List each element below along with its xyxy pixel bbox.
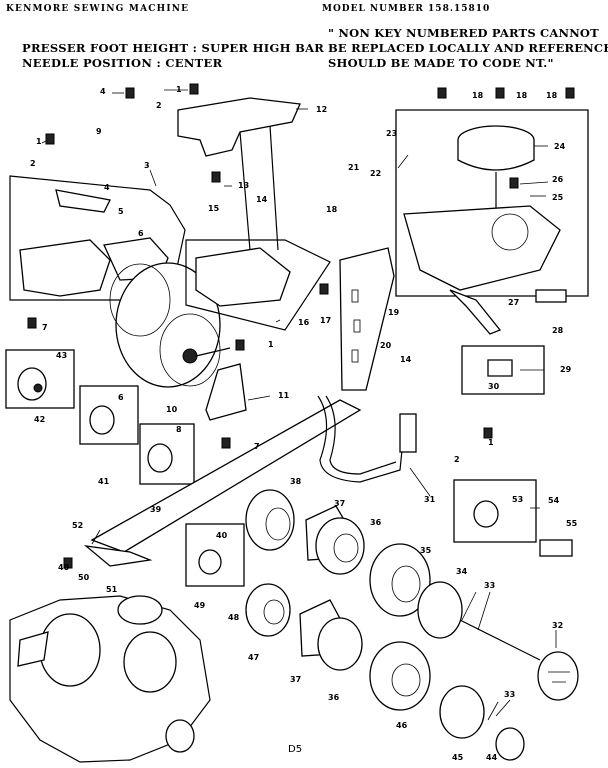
callout-label: 45 [452,753,464,762]
callout-label: 3 [144,161,150,170]
callout-label: 20 [380,341,392,350]
callout-label: 49 [194,601,206,610]
callout-label: 52 [72,521,83,530]
callout-label: 8 [176,425,182,434]
note-line-2: BE REPLACED LOCALLY AND REFERENCE [328,41,608,55]
screws [27,83,575,569]
callout-label: 1 [176,85,182,94]
callout-label: 2 [156,101,162,110]
callout-label: 51 [106,585,118,594]
callout-label: 46 [396,721,408,730]
callout-label: 30 [488,382,500,391]
callout-label: 6 [118,393,124,402]
callout-label: 31 [424,495,436,504]
spec-needle-position: NEEDLE POSITION : CENTER [22,56,223,70]
callout-label: 55 [566,519,578,528]
box-42 [5,349,75,409]
cam-stack-upper [245,489,579,701]
callout-label: 47 [248,653,259,662]
callout-label: 18 [516,91,528,100]
box-54 [453,479,537,543]
callout-label: 25 [552,193,564,202]
box-41 [79,385,139,445]
callout-label: 54 [548,496,560,505]
callout-label: 34 [456,567,468,576]
callout-label: 48 [228,613,240,622]
callout-label: 35 [420,546,432,555]
callout-label: 4 [100,87,106,96]
callout-label: 15 [208,204,220,213]
callout-label: 29 [560,365,572,374]
callout-label: 32 [552,621,563,630]
callout-label: 1 [36,137,42,146]
callout-label: 53 [512,495,523,504]
callout-label: 42 [34,415,45,424]
callout-label: 50 [78,573,90,582]
callout-label: 12 [316,105,327,114]
callout-label: 23 [386,129,397,138]
callout-label: 11 [278,391,290,400]
callout-label: 6 [138,229,144,238]
callout-label: 28 [552,326,564,335]
callout-label: 38 [290,477,302,486]
cam-stack-lower [245,583,525,761]
header-model-number: MODEL NUMBER 158.15810 [322,4,491,14]
bracket-part [177,97,301,157]
callout-label: 40 [58,563,70,572]
callout-label: 5 [118,207,124,216]
callout-label: 2 [454,455,460,464]
callout-label: 14 [400,355,412,364]
callout-label: 7 [42,323,48,332]
callout-label: 4 [104,183,110,192]
callout-label: 18 [546,91,558,100]
plate-part [339,247,395,391]
callout-label: 43 [56,351,67,360]
callout-label: 10 [166,405,178,414]
header-title: KENMORE SEWING MACHINE [6,4,190,14]
page-number: D5 [288,744,303,755]
callout-label: 36 [370,518,382,527]
callout-label: 37 [290,675,301,684]
callout-label: 33 [504,690,515,699]
callout-label: 19 [388,308,400,317]
long-arm-part [90,399,362,553]
leader-lines [41,89,557,721]
callout-label: 7 [254,442,260,451]
callout-label: 18 [326,205,338,214]
callout-label: 26 [552,175,564,184]
callout-label: 44 [486,753,498,762]
box-49 [185,523,245,587]
callout-label: 40 [216,531,228,540]
callout-label: 17 [320,316,331,325]
callout-label: 2 [30,159,36,168]
callout-label: 21 [348,163,360,172]
callout-labels: 1 1 1 1 2 2 2 3 4 4 5 6 6 7 7 8 9 10 11 … [30,85,578,762]
callout-label: 41 [98,477,110,486]
assembled-mechanism [9,595,211,763]
callout-label: 1 [268,340,274,349]
note-line-1: " NON KEY NUMBERED PARTS CANNOT [328,26,599,40]
callout-label: 39 [150,505,162,514]
callout-label: 37 [334,499,345,508]
callout-label: 18 [472,91,484,100]
box-23 [395,109,589,297]
note-line-3: SHOULD BE MADE TO CODE NT." [328,56,554,70]
callout-label: 24 [554,142,566,151]
callout-label: 1 [488,438,494,447]
callout-label: 13 [238,181,249,190]
callout-label: 9 [96,127,102,136]
callout-label: 33 [484,581,495,590]
spec-presser-foot: PRESSER FOOT HEIGHT : SUPER HIGH BAR [22,41,325,55]
callout-label: 27 [508,298,519,307]
callout-label: 22 [370,169,381,178]
callout-label: 36 [328,693,340,702]
callout-label: 16 [298,318,310,327]
callout-label: 14 [256,195,268,204]
box-39 [139,423,195,485]
